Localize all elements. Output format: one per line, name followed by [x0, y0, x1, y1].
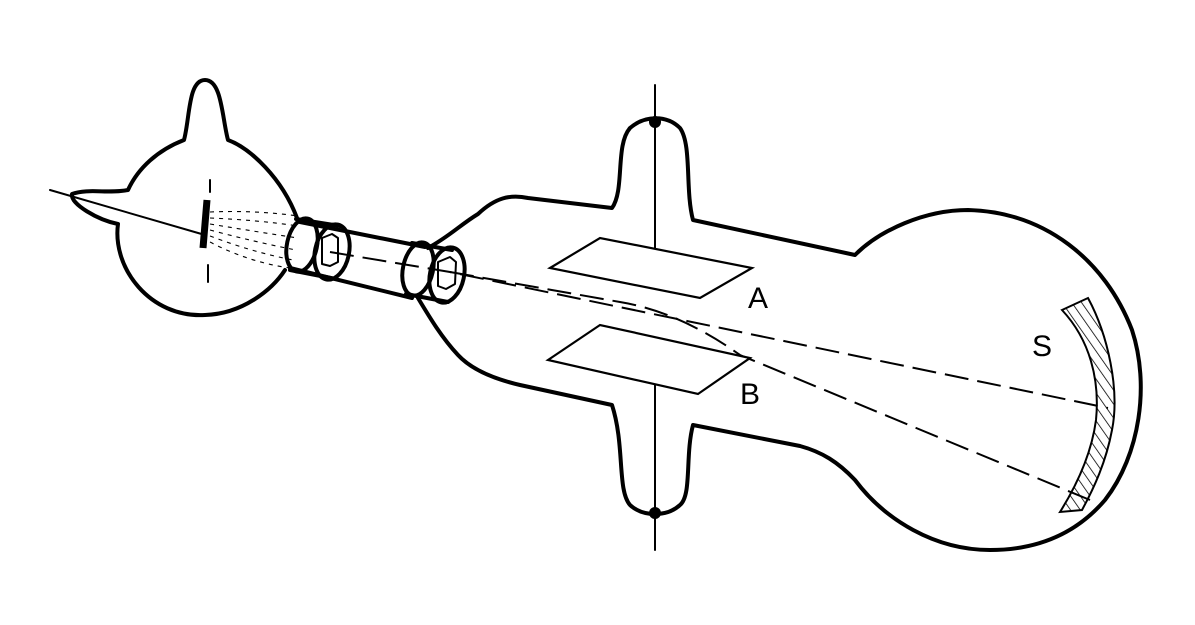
label-plate-a: A — [748, 282, 768, 315]
top-rod-seal — [649, 116, 661, 128]
fluorescent-screen — [1058, 296, 1116, 514]
label-screen: S — [1032, 330, 1052, 363]
label-plate-b: B — [740, 378, 760, 411]
tube-body — [416, 116, 1143, 552]
deflection-plate-b — [545, 323, 753, 396]
neck-tube-top — [298, 220, 427, 249]
beam-path-deflected — [449, 271, 1091, 501]
cathode-plate — [199, 199, 211, 249]
bottom-rod-seal — [649, 507, 661, 519]
second-anode — [400, 240, 467, 305]
deflection-plate-a — [546, 236, 756, 300]
cathode-bulb — [70, 78, 299, 318]
cathode-rays — [209, 210, 299, 269]
cathode-lead-wire — [49, 189, 206, 236]
